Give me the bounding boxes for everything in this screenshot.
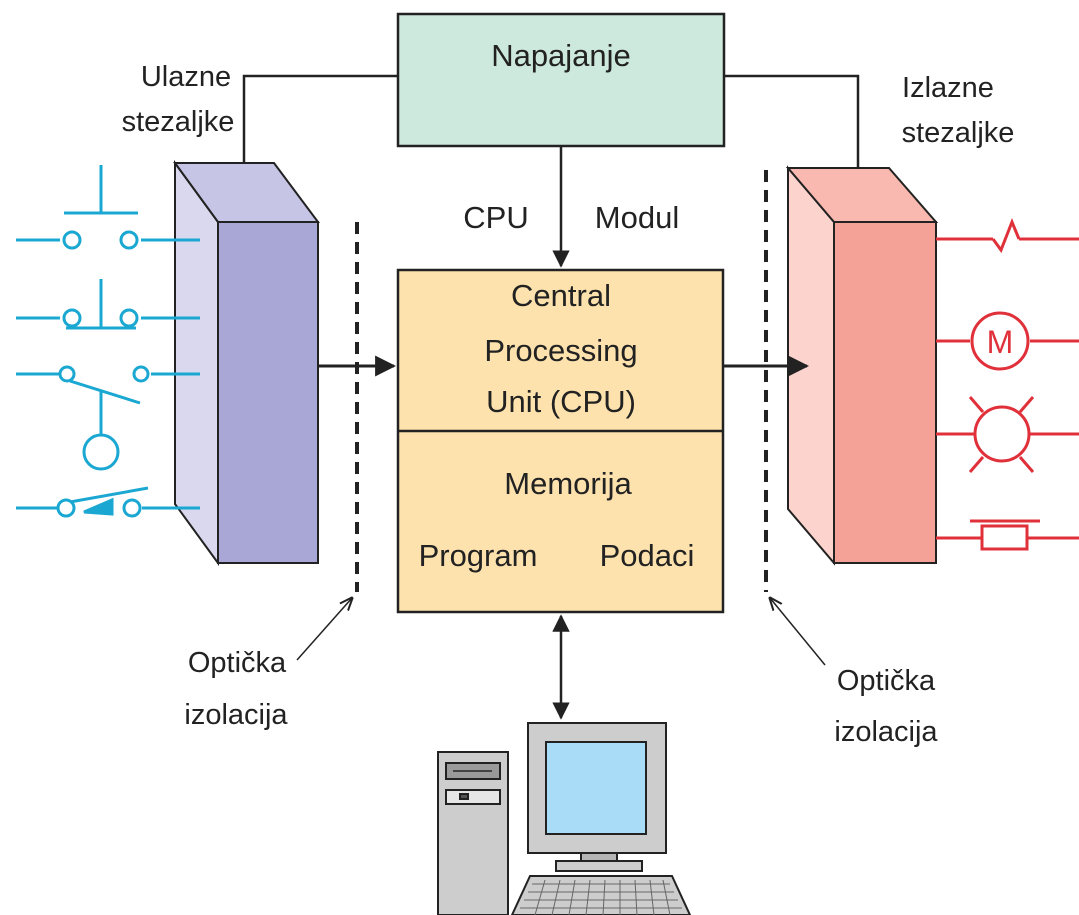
computer-keyboard [510,875,692,915]
memory-data-label: Podaci [600,538,695,573]
push-button-no-icon [16,165,200,250]
cpu-block: Central Processing Unit (CPU) Memorija P… [396,268,725,614]
motor-icon: M [936,311,1079,371]
output-module [785,165,939,566]
input-module [173,159,320,567]
optical-isolation-left-pointer [296,598,352,661]
motor-symbol: M [987,324,1014,360]
cpu-label-line-2: Processing [484,333,637,368]
push-button-nc-icon [16,279,200,330]
cpu-label-line-3: Unit (CPU) [486,384,636,419]
optical-isolation-right-pointer [770,598,826,666]
float-switch-icon [16,365,200,471]
power-to-output-arrow [724,74,867,190]
lamp-icon [936,396,1079,473]
input-terminals-label-1: Ulazne [141,61,231,93]
optical-isolation-left-label-1: Optička [188,647,287,679]
heater-coil-icon [936,217,1079,254]
output-terminals-label-2: stezaljke [902,117,1015,149]
output-devices: M [936,217,1079,551]
output-terminals-label-1: Izlazne [902,72,994,104]
input-devices [16,165,200,518]
input-terminals-label-2: stezaljke [122,106,235,138]
power-supply-label: Napajanje [491,38,631,73]
optical-isolation-right-label-1: Optička [837,665,936,697]
computer-icon [437,722,692,915]
optical-isolation-left-label-2: izolacija [184,699,288,731]
computer-screen [545,741,647,835]
horn-icon [936,519,1079,551]
limit-switch-icon [16,486,200,518]
power-to-input-arrow [235,74,398,206]
cpu-module-label-left: CPU [463,200,528,235]
power-lines [235,74,867,268]
optical-isolation-right-label-2: izolacija [834,716,938,748]
cpu-label-line-1: Central [511,278,611,313]
cpu-module-label-right: Modul [595,200,679,235]
power-supply-block: Napajanje [396,12,726,148]
memory-program-label: Program [419,538,538,573]
memory-title: Memorija [504,466,632,501]
